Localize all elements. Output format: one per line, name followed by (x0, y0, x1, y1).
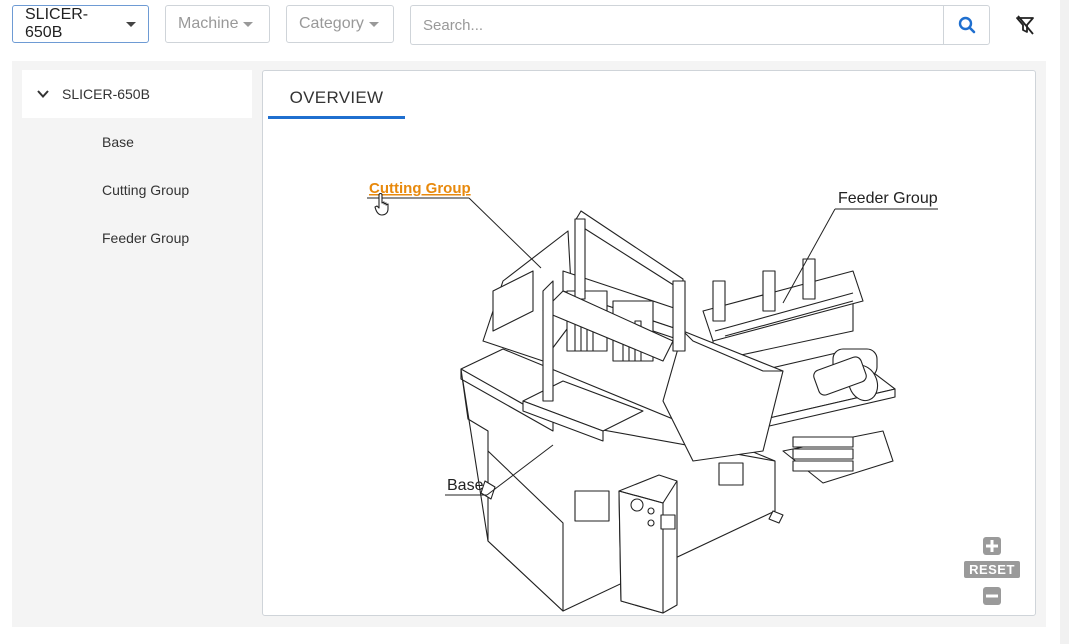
machine-drawing: Cutting Group Feeder Group Base (263, 131, 1035, 615)
tree-item-base[interactable]: Base (102, 134, 134, 150)
diagram-viewer: OVERVIEW (262, 70, 1036, 616)
tree-root-label: SLICER-650B (62, 86, 150, 102)
zoom-reset-button[interactable]: RESET (964, 561, 1020, 578)
search-icon (958, 16, 975, 34)
tree-item-feeder-group[interactable]: Feeder Group (102, 230, 190, 246)
caret-down-icon (368, 21, 379, 27)
parts-tree: SLICER-650B Base Cutting Group Feeder Gr… (22, 70, 252, 262)
callout-cutting-group[interactable]: Cutting Group (367, 180, 542, 269)
callout-base[interactable]: Base (445, 444, 554, 496)
zoom-in-icon[interactable] (983, 537, 1001, 555)
tree-item-cutting-group[interactable]: Cutting Group (102, 182, 190, 198)
tree-root-item[interactable]: SLICER-650B (22, 70, 252, 118)
callout-feeder-group-label[interactable]: Feeder Group (838, 190, 938, 207)
search-input[interactable] (410, 5, 944, 45)
clear-filter-button[interactable] (1010, 10, 1040, 40)
category-dropdown-label: Category (299, 15, 364, 32)
product-dropdown-label: SLICER-650B (25, 6, 89, 41)
toolbar: SLICER-650B Machine Category (0, 0, 1069, 56)
machine-dropdown-label: Machine (178, 15, 239, 32)
tab-overview[interactable]: OVERVIEW (268, 83, 405, 119)
caret-down-icon (126, 21, 136, 27)
machine-illustration: Cutting Group Feeder Group Base (367, 180, 938, 614)
callout-cutting-group-label[interactable]: Cutting Group (369, 180, 471, 197)
chevron-down-icon (37, 90, 49, 98)
page-scrollbar[interactable] (1060, 0, 1069, 644)
machine-dropdown[interactable]: Machine (165, 5, 270, 43)
category-dropdown[interactable]: Category (286, 5, 394, 43)
callout-base-label[interactable]: Base (447, 477, 484, 494)
search-button[interactable] (943, 5, 990, 45)
filter-off-icon (1016, 15, 1034, 35)
product-dropdown[interactable]: SLICER-650B (12, 5, 149, 43)
callout-feeder-group[interactable]: Feeder Group (782, 190, 938, 304)
caret-down-icon (243, 21, 254, 27)
zoom-out-icon[interactable] (983, 587, 1001, 605)
hand-pointer-icon (374, 192, 389, 216)
